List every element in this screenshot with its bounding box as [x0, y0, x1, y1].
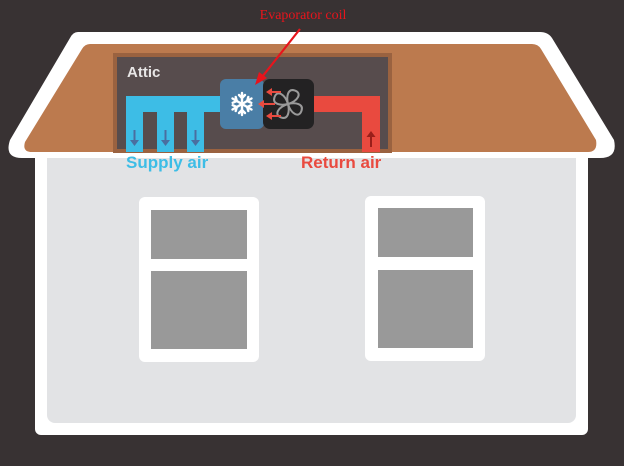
- supply-duct: [126, 96, 222, 152]
- window-pane-upper: [378, 208, 473, 257]
- window-pane-upper: [151, 210, 247, 259]
- arrow-up-icon: [366, 131, 376, 147]
- window-pane-lower: [378, 270, 473, 348]
- window-right: [365, 196, 485, 361]
- return-air-label: Return air: [301, 153, 382, 172]
- fan-icon: [273, 89, 303, 119]
- arrow-down-icon: [130, 130, 200, 146]
- window-left: [139, 197, 259, 362]
- evaporator-coil-annotation: Evaporator coil: [259, 8, 347, 23]
- snowflake-icon: [231, 91, 253, 117]
- annotation-arrow: [255, 28, 301, 85]
- wall: [47, 140, 576, 423]
- supply-air-label: Supply air: [126, 153, 209, 172]
- return-duct: [312, 96, 380, 152]
- window-pane-lower: [151, 271, 247, 349]
- attic-label: Attic: [127, 64, 161, 81]
- arrow-left-icon: [258, 88, 281, 120]
